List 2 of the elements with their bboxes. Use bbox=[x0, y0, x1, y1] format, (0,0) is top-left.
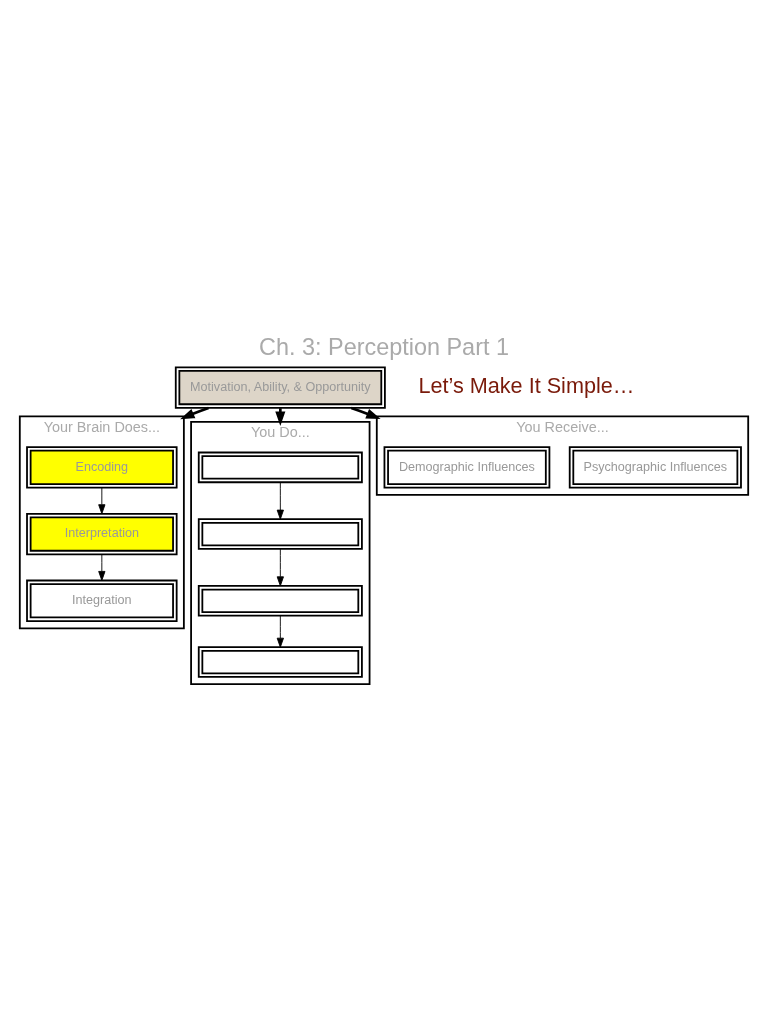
diagram-title: Ch. 3: Perception Part 1 bbox=[259, 333, 509, 360]
label: Let’s Make It Simple… bbox=[418, 373, 635, 399]
